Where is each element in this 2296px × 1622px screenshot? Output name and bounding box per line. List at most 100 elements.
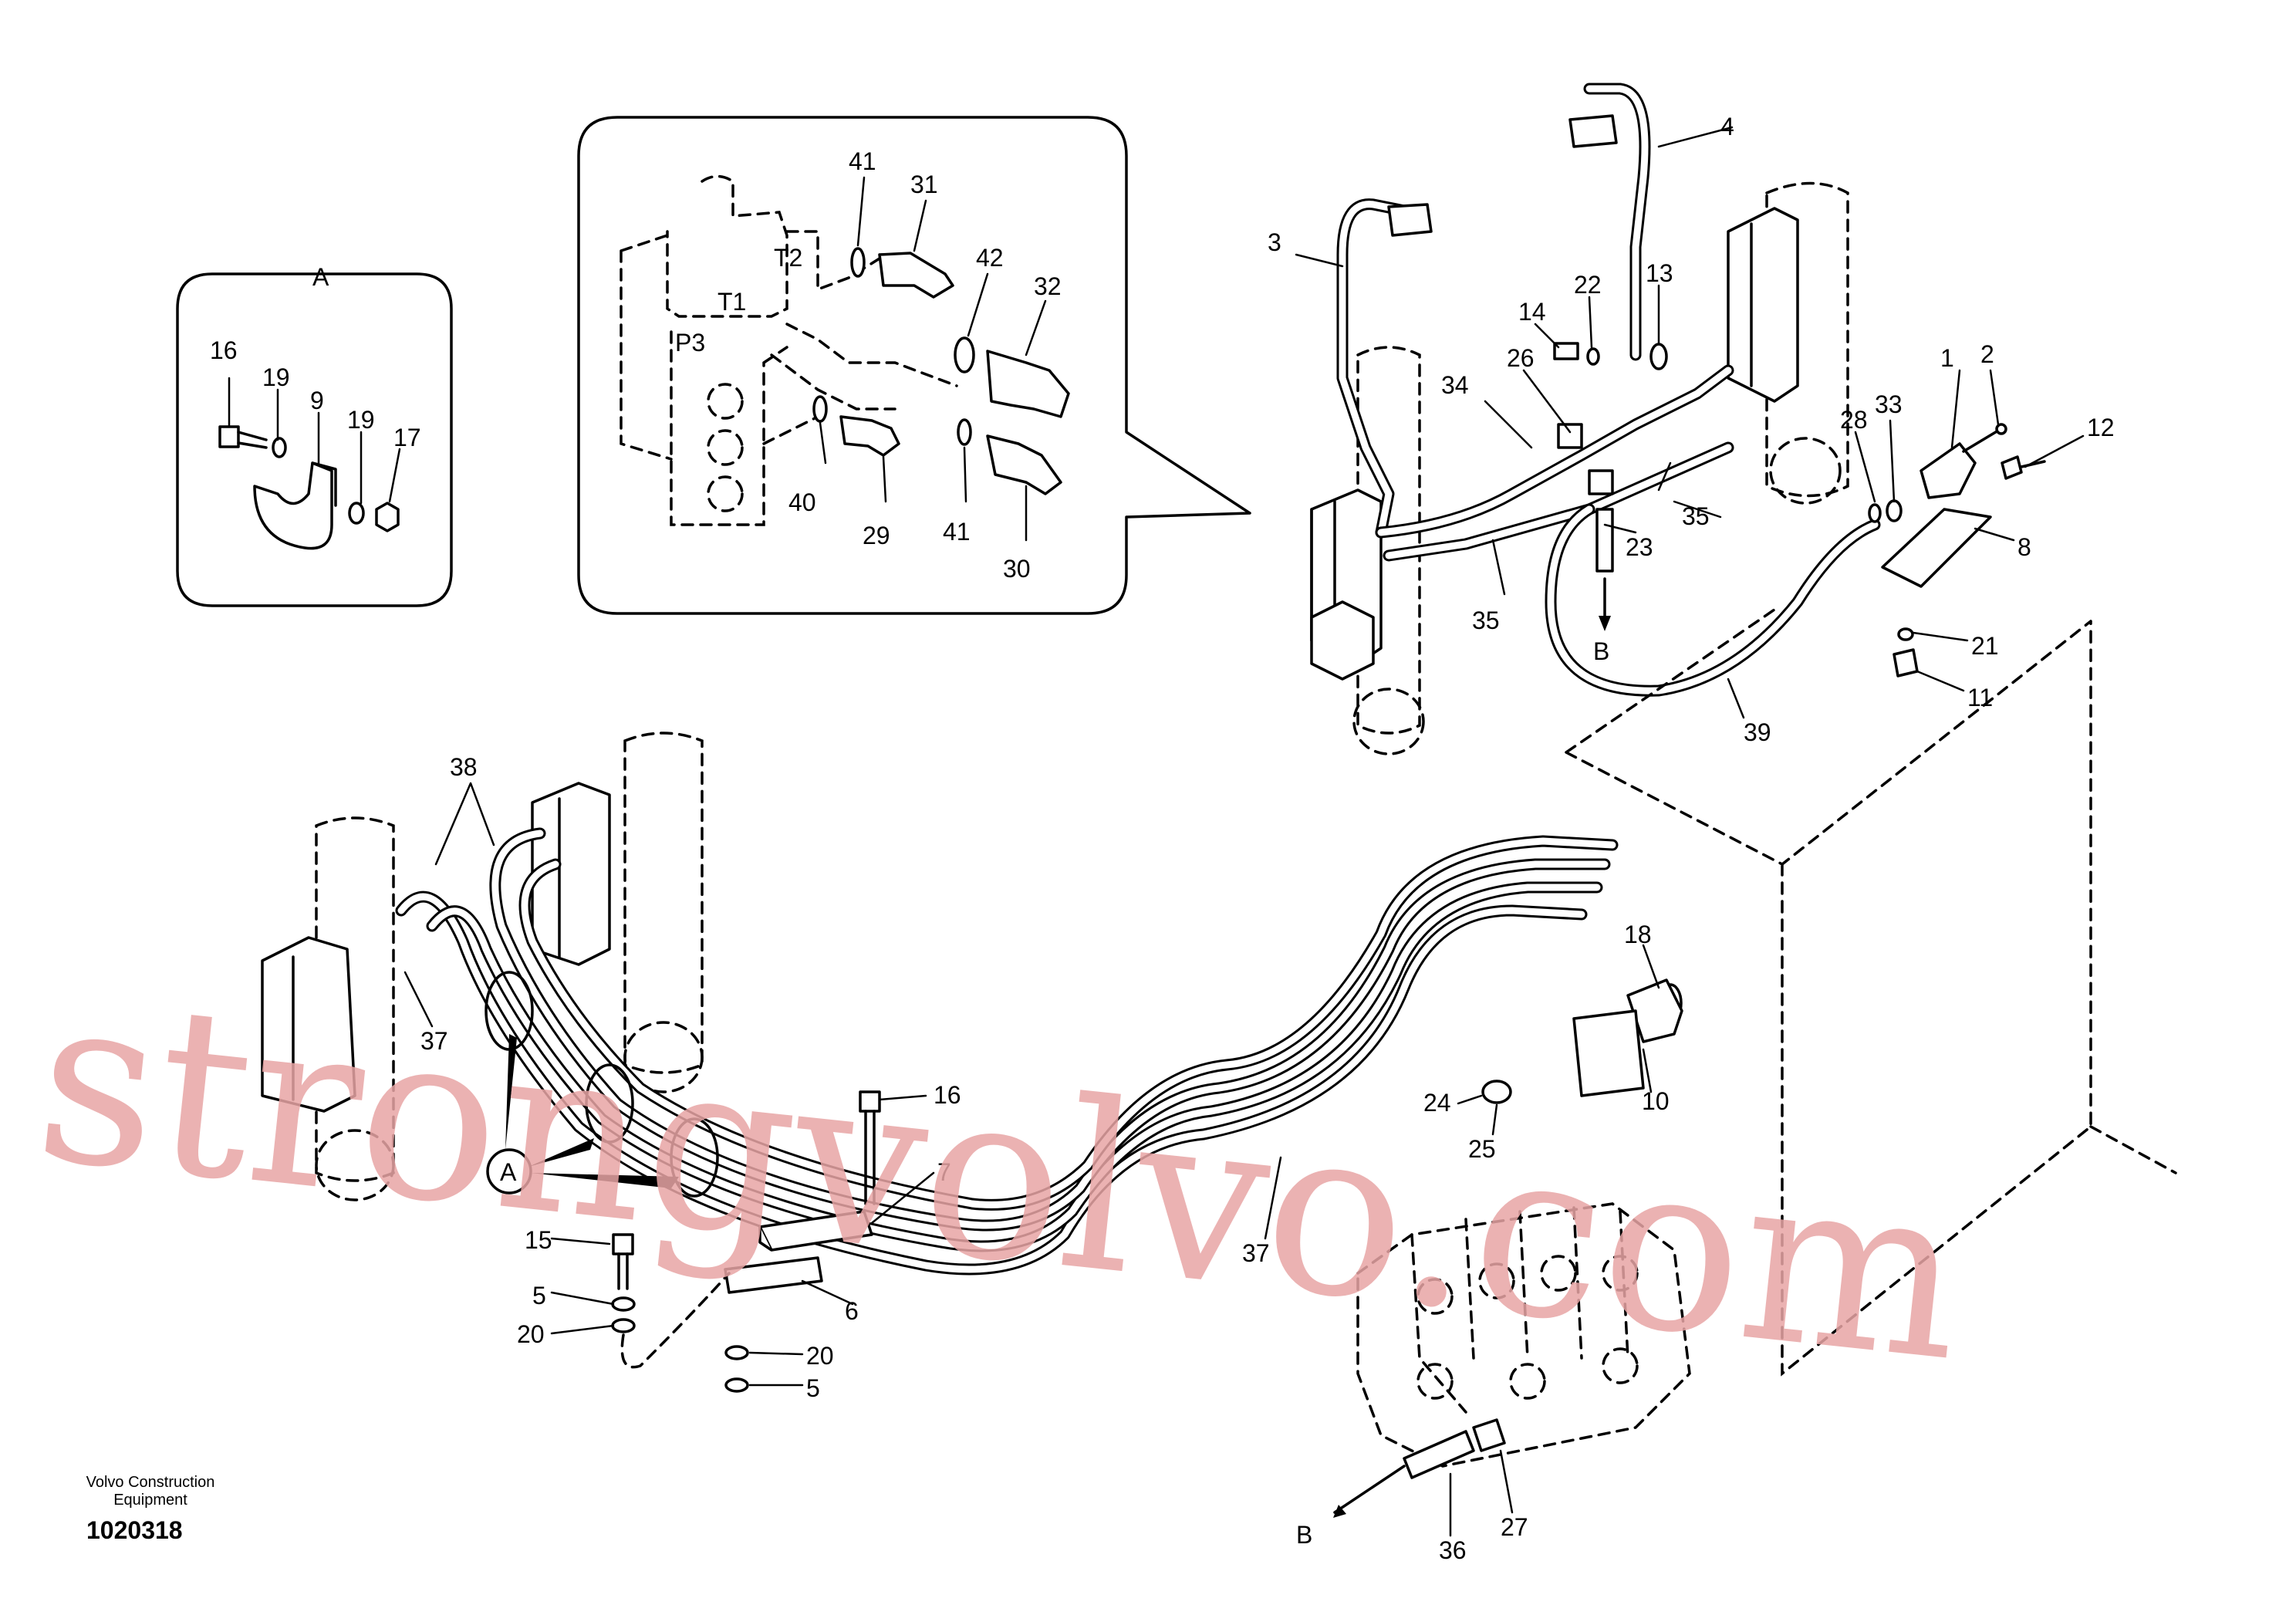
port-label-p3: P3 [675, 329, 705, 357]
callout-20: 20 [517, 1320, 545, 1348]
bolt-part [612, 1233, 634, 1255]
callout-39: 39 [1744, 718, 1771, 746]
callout-8: 8 [2017, 533, 2031, 561]
fitting-part [1403, 1430, 1475, 1479]
clamp-part [253, 461, 337, 550]
pipe-flange-part [1568, 114, 1618, 148]
o-ring-part [954, 336, 975, 373]
upper-right-assembly: 4 3 22 13 14 26 34 1 2 12 28 33 35 23 35… [1268, 83, 2115, 755]
port-label-t1: T1 [718, 288, 746, 316]
washer-part [724, 1377, 749, 1393]
callout-29: 29 [863, 522, 890, 549]
callout-1: 1 [1940, 344, 1954, 372]
o-ring-part [812, 395, 828, 423]
manifold-part [1572, 1009, 1645, 1097]
callout-33: 33 [1875, 390, 1903, 418]
plug-part [1481, 1080, 1512, 1104]
callout-14: 14 [1518, 298, 1546, 326]
washer-part [272, 437, 287, 458]
washer-part [611, 1318, 636, 1333]
company-line-2: Equipment [113, 1492, 187, 1509]
washer-part [611, 1296, 636, 1312]
company-line-1: Volvo Construction [86, 1474, 215, 1491]
callout-19: 19 [347, 406, 375, 434]
bolt-part [1553, 342, 1579, 360]
detail-valve-box: T2 T1 P3 41 31 42 32 40 29 41 30 [577, 116, 1251, 615]
bracket-part [1881, 508, 1992, 588]
fitting-part [1595, 508, 1614, 573]
washer-part [348, 502, 365, 525]
callout-22: 22 [1574, 271, 1602, 299]
flow-marker-b: B [1593, 637, 1609, 665]
lower-assembly: 38 37 16 7 A 15 5 20 6 20 5 18 10 24 25 … [261, 608, 2177, 1564]
callout-30: 30 [1003, 555, 1031, 583]
elbow-fitting-part [986, 434, 1062, 495]
tee-fitting-part [1557, 423, 1583, 449]
callout-2: 2 [1980, 340, 1994, 368]
washer-part [724, 1345, 749, 1360]
callout-20: 20 [806, 1342, 834, 1370]
flow-marker-b: B [1296, 1521, 1312, 1549]
callout-36: 36 [1439, 1536, 1467, 1564]
nut-part [375, 502, 400, 532]
callout-28: 28 [1840, 406, 1868, 434]
callout-41: 41 [943, 518, 971, 546]
callout-41: 41 [849, 147, 876, 175]
o-ring-part [957, 418, 972, 446]
callout-9: 9 [310, 387, 324, 414]
callout-35: 35 [1682, 502, 1710, 530]
callout-42: 42 [976, 244, 1004, 272]
callout-16: 16 [210, 336, 238, 364]
valve-block-part [1310, 600, 1375, 681]
sensor-part [1920, 442, 1977, 499]
callout-31: 31 [910, 171, 938, 198]
callout-11: 11 [1967, 684, 1993, 711]
o-ring-part [1868, 503, 1882, 523]
callout-5: 5 [532, 1282, 546, 1309]
washer-part [1586, 347, 1600, 366]
callout-18: 18 [1624, 921, 1652, 948]
section-marker-a: A [500, 1158, 517, 1186]
tee-fitting-part [1588, 469, 1614, 495]
callout-27: 27 [1501, 1513, 1528, 1541]
bolt-part [2001, 455, 2023, 480]
callout-37: 37 [1242, 1239, 1270, 1267]
o-ring-part [1649, 343, 1668, 370]
fitting-part [1886, 499, 1903, 522]
callout-10: 10 [1642, 1087, 1670, 1115]
callout-38: 38 [450, 753, 478, 781]
callout-19: 19 [262, 363, 290, 391]
callout-26: 26 [1507, 344, 1535, 372]
watermark: strongvolvo.com [26, 943, 1975, 1413]
washer-part [1897, 627, 1914, 641]
callout-4: 4 [1720, 113, 1734, 140]
valve-block-part [261, 936, 356, 1113]
callout-15: 15 [525, 1226, 552, 1254]
valve-block-part [1727, 207, 1799, 403]
elbow-fitting-part [878, 252, 954, 299]
callout-35: 35 [1472, 607, 1500, 634]
callout-24: 24 [1423, 1089, 1451, 1117]
drawing-number: 1020318 [86, 1516, 183, 1544]
port-label-t2: T2 [774, 244, 802, 272]
pipe-flange-part [1387, 203, 1433, 237]
elbow-fitting-part [839, 415, 900, 457]
callout-5: 5 [806, 1374, 820, 1402]
callout-7: 7 [937, 1158, 951, 1186]
flange-part [1626, 978, 1683, 1043]
callout-34: 34 [1441, 371, 1469, 399]
bolt-part [859, 1090, 881, 1113]
callout-16: 16 [934, 1081, 961, 1109]
callout-12: 12 [2087, 414, 2115, 441]
callout-13: 13 [1646, 259, 1673, 287]
callout-37: 37 [420, 1027, 448, 1055]
bolt-part [218, 425, 268, 449]
callout-32: 32 [1034, 272, 1062, 300]
callout-17: 17 [393, 424, 421, 451]
company-name: Volvo Construction Equipment [54, 1474, 247, 1509]
detail-a-title: A [312, 263, 329, 291]
o-ring-part [850, 247, 866, 278]
detail-a-box: A 16 19 9 19 17 [176, 263, 453, 607]
plate-part [724, 1256, 823, 1294]
